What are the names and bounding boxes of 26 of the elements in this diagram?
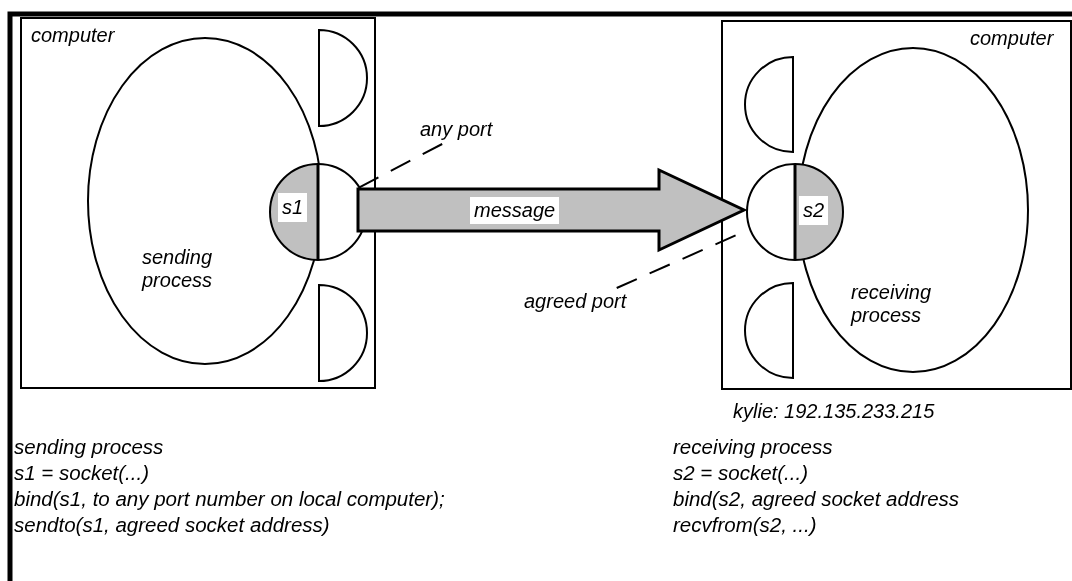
process-label: receiving process [851, 281, 933, 327]
box-title: computer [970, 27, 1054, 50]
host-address: kylie: 192.135.233.215 [733, 400, 935, 423]
column-heading: sending process [14, 434, 164, 460]
code-line: sendto(s1, agreed socket address) [14, 512, 330, 538]
port-semicircle [318, 29, 368, 127]
code-line: recvfrom(s2, ...) [673, 512, 817, 538]
port-semicircle [744, 56, 794, 153]
computer-box [20, 17, 376, 389]
code-line: s1 = socket(...) [14, 460, 149, 486]
code-line: bind(s2, agreed socket address [673, 486, 960, 512]
socket-label: s1 [278, 193, 308, 222]
process-label: sending process [142, 246, 214, 292]
computer-box [721, 20, 1072, 390]
socket-circle [746, 163, 844, 261]
code-line: bind(s1, to any port number on local computer); [14, 486, 445, 512]
node-label: agreed port [524, 290, 627, 313]
code-line: s2 = socket(...) [673, 460, 808, 486]
node-label: any port [420, 118, 493, 141]
box-title: computer [31, 24, 115, 47]
leader-line [358, 143, 444, 189]
socket-label: s2 [799, 196, 829, 225]
port-semicircle [744, 282, 794, 379]
port-semicircle [318, 284, 368, 382]
column-heading: receiving process [673, 434, 833, 460]
edge-label: message [470, 196, 560, 224]
